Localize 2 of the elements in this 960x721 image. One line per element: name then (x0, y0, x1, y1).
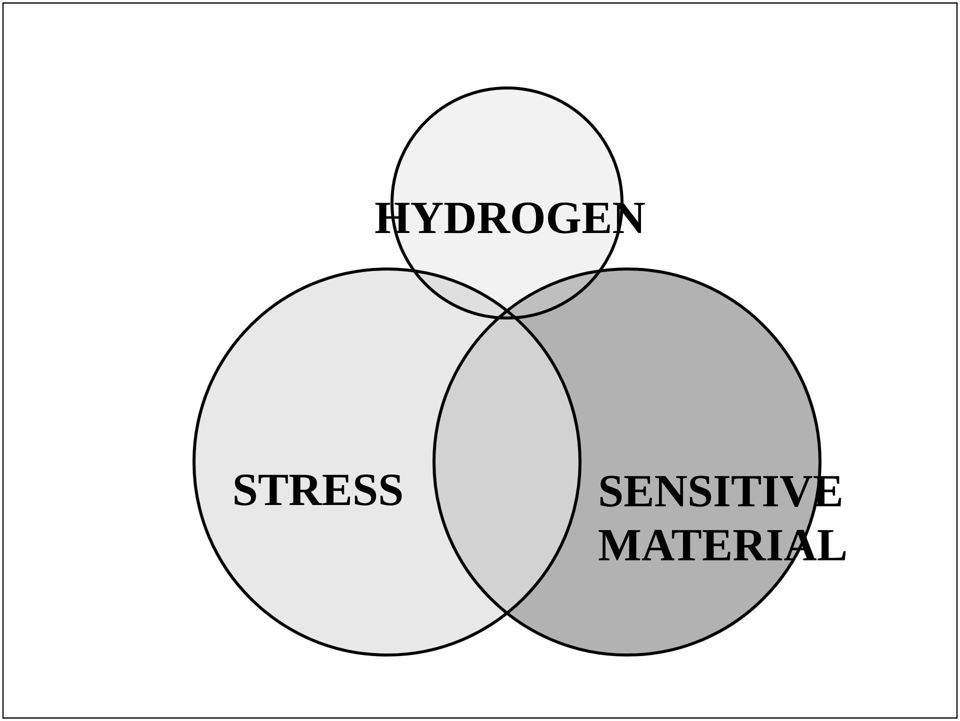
circle-label: STRESS (234, 474, 402, 506)
venn-circle (192, 268, 582, 656)
